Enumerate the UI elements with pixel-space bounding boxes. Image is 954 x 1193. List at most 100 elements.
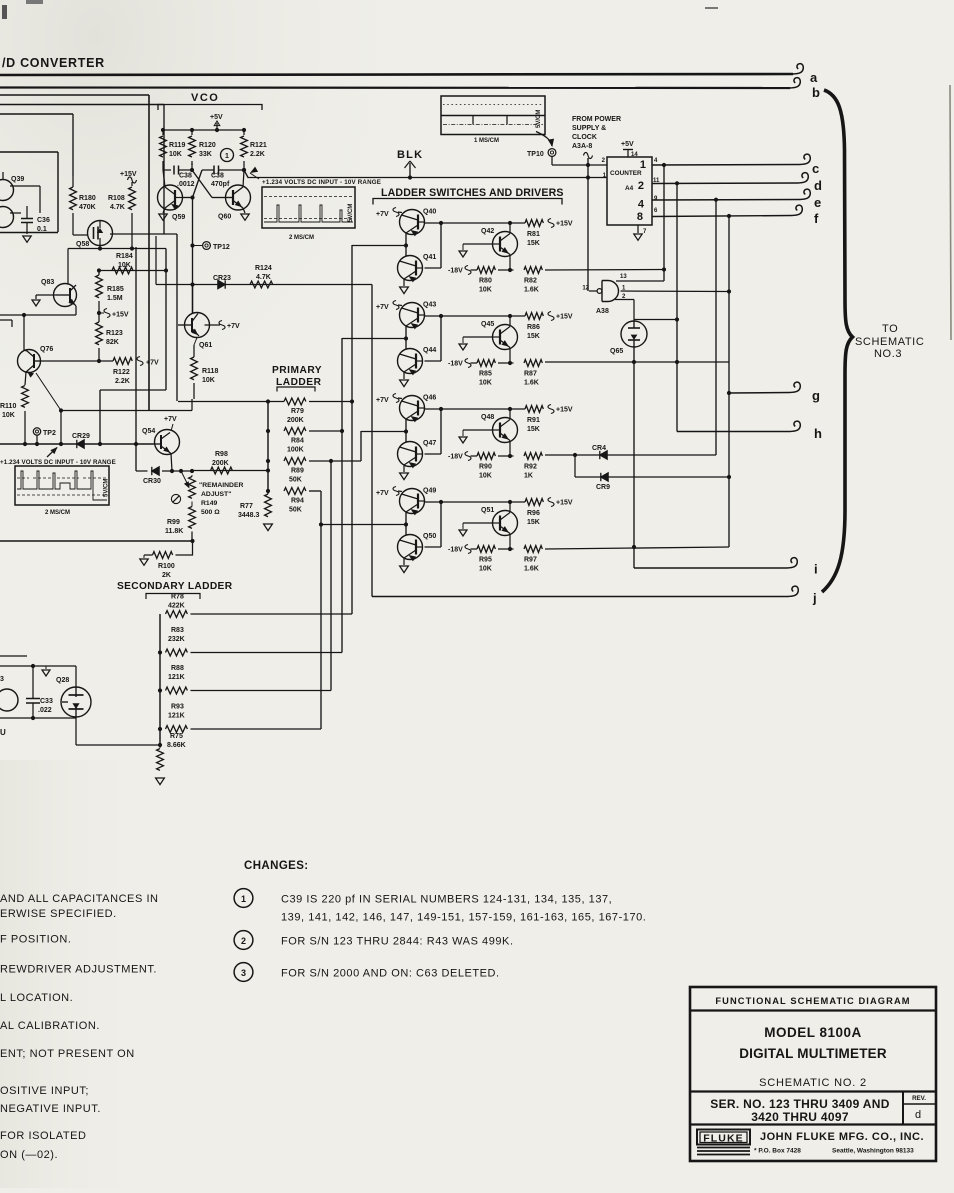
svg-text:R122: R122 <box>113 369 130 376</box>
svg-text:139, 141, 142, 146, 147, 149-1: 139, 141, 142, 146, 147, 149-151, 157-15… <box>281 912 646 924</box>
svg-text:R94: R94 <box>291 498 304 505</box>
svg-text:R87: R87 <box>524 371 537 378</box>
svg-text:CR9: CR9 <box>596 484 610 491</box>
svg-text:R123: R123 <box>106 330 123 337</box>
svg-text:TO: TO <box>882 323 898 335</box>
svg-text:R108: R108 <box>108 195 125 202</box>
svg-text:+7V: +7V <box>146 360 159 367</box>
svg-text:-18V: -18V <box>448 361 463 368</box>
svg-text:Q65: Q65 <box>610 348 623 355</box>
svg-text:1: 1 <box>241 894 246 904</box>
svg-text:AL CALIBRATION.: AL CALIBRATION. <box>0 1020 100 1032</box>
svg-text:82K: 82K <box>106 339 119 346</box>
svg-text:10K: 10K <box>202 377 215 384</box>
svg-text:R78: R78 <box>171 594 184 601</box>
svg-text:12: 12 <box>582 286 589 292</box>
svg-text:i: i <box>814 562 818 577</box>
svg-text:"REMAINDER: "REMAINDER <box>199 482 243 489</box>
svg-text:Q60: Q60 <box>218 214 231 221</box>
svg-text:R185: R185 <box>107 286 124 293</box>
svg-text:f: f <box>814 211 819 226</box>
svg-text:422K: 422K <box>168 603 185 610</box>
svg-text:R85: R85 <box>479 371 492 378</box>
svg-text:Q83: Q83 <box>41 279 54 286</box>
svg-text:R95: R95 <box>479 557 492 564</box>
svg-text:TP10: TP10 <box>527 151 544 158</box>
svg-text:R89: R89 <box>291 468 304 475</box>
svg-text:2: 2 <box>241 936 246 946</box>
svg-text:L LOCATION.: L LOCATION. <box>0 992 73 1004</box>
svg-text:6: 6 <box>654 208 658 214</box>
svg-text:11: 11 <box>653 178 660 184</box>
svg-text:j: j <box>812 591 817 606</box>
svg-text:1: 1 <box>225 153 229 160</box>
svg-text:200K: 200K <box>287 417 304 424</box>
svg-text:5V/CM: 5V/CM <box>536 110 542 128</box>
svg-text:9: 9 <box>654 196 658 202</box>
svg-text:+7V: +7V <box>227 323 240 330</box>
svg-text:C36: C36 <box>37 217 50 224</box>
svg-text:R180: R180 <box>79 195 96 202</box>
svg-text:CR4: CR4 <box>592 445 606 452</box>
svg-text:5V/CM: 5V/CM <box>104 479 110 497</box>
svg-text:14: 14 <box>631 152 638 158</box>
svg-text:1.6K: 1.6K <box>524 566 539 573</box>
svg-text:C38: C38 <box>179 173 192 180</box>
svg-text:470K: 470K <box>79 204 96 211</box>
svg-text:-18V: -18V <box>448 547 463 554</box>
svg-text:R118: R118 <box>202 368 218 375</box>
svg-text:10K: 10K <box>479 473 492 480</box>
svg-text:R119: R119 <box>169 142 185 149</box>
svg-text:4.7K: 4.7K <box>256 274 271 281</box>
svg-text:REV.: REV. <box>912 1095 926 1102</box>
svg-text:MODEL 8100A: MODEL 8100A <box>764 1025 862 1040</box>
svg-text:R81: R81 <box>527 231 540 238</box>
svg-text:R83: R83 <box>171 627 184 634</box>
svg-text:Q59: Q59 <box>172 214 185 221</box>
svg-text:11.8K: 11.8K <box>165 528 183 535</box>
svg-text:1.6K: 1.6K <box>524 287 539 294</box>
svg-text:R79: R79 <box>291 408 304 415</box>
svg-text:Q50: Q50 <box>423 533 436 540</box>
svg-text:Q51: Q51 <box>481 507 494 514</box>
svg-text:R120: R120 <box>199 142 216 149</box>
svg-text:FLUKE: FLUKE <box>703 1133 744 1145</box>
svg-text:FOR S/N 2000 AND ON: C63 DELE: FOR S/N 2000 AND ON: C63 DELETED. <box>281 968 500 980</box>
svg-text:15K: 15K <box>527 240 540 247</box>
svg-text:NEGATIVE INPUT.: NEGATIVE INPUT. <box>0 1103 101 1115</box>
svg-text:BLK: BLK <box>397 149 423 161</box>
svg-text:2K: 2K <box>162 572 171 579</box>
svg-text:R100: R100 <box>158 563 175 570</box>
svg-text:R110: R110 <box>0 403 16 410</box>
svg-text:COUNTER: COUNTER <box>610 170 642 177</box>
svg-text:h: h <box>814 426 822 441</box>
svg-text:1: 1 <box>603 173 607 179</box>
svg-text:R93: R93 <box>171 704 184 711</box>
svg-text:Q46: Q46 <box>423 395 436 402</box>
svg-text:1.6K: 1.6K <box>524 380 539 387</box>
svg-text:+15V: +15V <box>556 221 573 228</box>
svg-text:CR23: CR23 <box>213 275 231 282</box>
svg-text:A38: A38 <box>596 308 609 315</box>
svg-text:CR30: CR30 <box>143 478 161 485</box>
svg-text:R97: R97 <box>524 557 537 564</box>
svg-text:2.2K: 2.2K <box>250 151 265 158</box>
svg-text:+15V: +15V <box>556 500 573 507</box>
svg-text:PRIMARY: PRIMARY <box>272 365 322 376</box>
svg-text:2 MS/CM: 2 MS/CM <box>45 510 70 516</box>
svg-text:R80: R80 <box>479 278 492 285</box>
svg-text:500 Ω: 500 Ω <box>201 509 220 516</box>
svg-text:SUPPLY &: SUPPLY & <box>572 125 606 132</box>
svg-text:Q41: Q41 <box>423 254 436 261</box>
svg-text:232K: 232K <box>168 636 185 643</box>
svg-text:R90: R90 <box>479 464 492 471</box>
svg-text:4: 4 <box>638 199 645 211</box>
svg-text:121K: 121K <box>168 674 185 681</box>
svg-text:1K: 1K <box>524 473 533 480</box>
svg-text:13: 13 <box>620 274 627 280</box>
svg-text:R92: R92 <box>524 464 537 471</box>
svg-text:g: g <box>812 388 820 403</box>
svg-text:10K: 10K <box>118 262 131 269</box>
svg-text:ENT; NOT PRESENT ON: ENT; NOT PRESENT ON <box>0 1048 135 1060</box>
svg-text:R149: R149 <box>201 500 217 507</box>
